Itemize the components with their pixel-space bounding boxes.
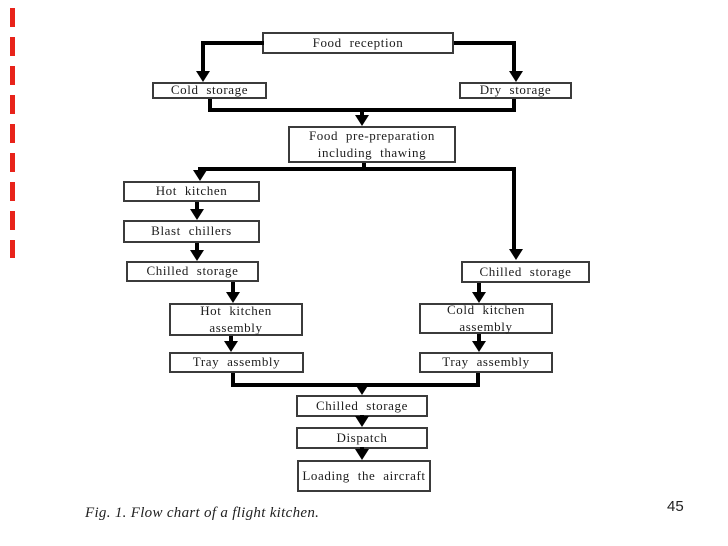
edge-chilledright-coldassembly-vseg	[477, 283, 481, 293]
flow-node-cold-kitchen-assembly: Cold kitchen assembly	[419, 302, 553, 334]
flow-node-label: Tray assembly	[192, 354, 281, 370]
slide-page-number: 45	[667, 498, 684, 515]
edge-chilledbottom-dispatch-arrowhead	[355, 416, 369, 427]
flow-node-label: Chilled storage	[146, 263, 239, 279]
edge-coldassembly-trayright-arrowhead	[472, 341, 486, 352]
flow-node-label: Loading the aircraft	[302, 467, 426, 483]
flow-node-blast-chillers: Blast chillers	[123, 220, 260, 243]
edge-foodreception-drystorage-arrowhead	[509, 71, 523, 82]
flow-node-food-pre-preparation: Food pre-preparation including thawing	[288, 126, 456, 163]
edge-chilledleft-hotassembly-arrowhead	[226, 292, 240, 303]
edge-prepreparation-split-hseg	[198, 167, 516, 171]
flow-node-chilled-storage-bottom: Chilled storage	[296, 395, 428, 417]
edge-drystorage-merge-vseg	[512, 99, 516, 112]
edge-coldassembly-trayright-vseg	[477, 334, 481, 342]
flow-node-label: Hot kitchen assembly	[200, 303, 272, 335]
edge-prepreparation-chilledright-vseg	[512, 167, 516, 249]
flow-node-hot-kitchen: Hot kitchen	[123, 181, 260, 202]
flow-node-label: Cold storage	[170, 82, 249, 98]
flow-node-label: Hot kitchen	[155, 183, 228, 199]
flow-node-loading-the-aircraft: Loading the aircraft	[297, 460, 431, 492]
flow-node-label: Blast chillers	[151, 223, 232, 239]
edge-hotassembly-trayleft-arrowhead	[224, 341, 238, 352]
left-edge-red-dashes	[10, 8, 15, 258]
flow-node-label: Chilled storage	[315, 397, 409, 413]
flow-node-tray-assembly-right: Tray assembly	[419, 352, 553, 373]
edge-merge-prepreparation-arrowhead	[355, 115, 369, 126]
edge-hotkitchen-blastchillers-vseg	[195, 202, 199, 210]
flow-node-label: Tray assembly	[442, 354, 530, 370]
flow-node-label: Food pre-preparation including thawing	[308, 128, 436, 160]
flow-node-label: Dry storage	[479, 82, 552, 98]
edge-dispatch-loading-arrowhead	[355, 449, 369, 460]
flow-node-cold-storage: Cold storage	[152, 82, 267, 99]
flow-node-food-reception: Food reception	[262, 32, 454, 54]
edge-foodreception-drystorage-hseg	[454, 41, 516, 45]
edge-chilledright-coldassembly-arrowhead	[472, 292, 486, 303]
flow-node-tray-assembly-left: Tray assembly	[169, 352, 304, 373]
flow-node-dispatch: Dispatch	[296, 427, 428, 449]
flow-node-chilled-storage-right: Chilled storage	[461, 261, 590, 283]
edge-prepreparation-chilledright-arrowhead	[509, 249, 523, 260]
edge-hotassembly-trayleft-vseg	[229, 336, 233, 342]
flow-node-dry-storage: Dry storage	[459, 82, 572, 99]
flow-node-chilled-storage-left: Chilled storage	[126, 261, 259, 282]
flow-node-hot-kitchen-assembly: Hot kitchen assembly	[169, 303, 303, 336]
edge-blastchillers-chilledleft-vseg	[195, 243, 199, 251]
edge-foodreception-coldstorage-vseg	[201, 41, 205, 71]
edge-chilledleft-hotassembly-vseg	[231, 282, 235, 293]
flow-node-label: Food reception	[312, 34, 404, 50]
edge-hotkitchen-blastchillers-arrowhead	[190, 209, 204, 220]
edge-merge-prepreparation-vseg	[360, 108, 364, 117]
edge-foodreception-coldstorage-arrowhead	[196, 71, 210, 82]
edge-traymerge-chilledbottom-arrowhead	[355, 384, 369, 395]
edge-coldstorage-merge-vseg	[208, 99, 212, 112]
edge-foodreception-drystorage-vseg	[512, 41, 516, 71]
edge-trayleft-merge-vseg	[231, 373, 235, 387]
edge-foodreception-coldstorage-hseg	[203, 41, 264, 45]
edge-blastchillers-chilledleft-arrowhead	[190, 250, 204, 261]
edge-prepreparation-hotkitchen-arrowhead	[193, 170, 207, 181]
flow-node-label: Chilled storage	[479, 263, 572, 279]
figure-caption: Fig. 1. Flow chart of a flight kitchen.	[85, 505, 320, 521]
flow-node-label: Dispatch	[336, 429, 388, 445]
flow-node-label: Cold kitchen assembly	[447, 302, 525, 334]
edge-trayright-merge-vseg	[476, 373, 480, 387]
